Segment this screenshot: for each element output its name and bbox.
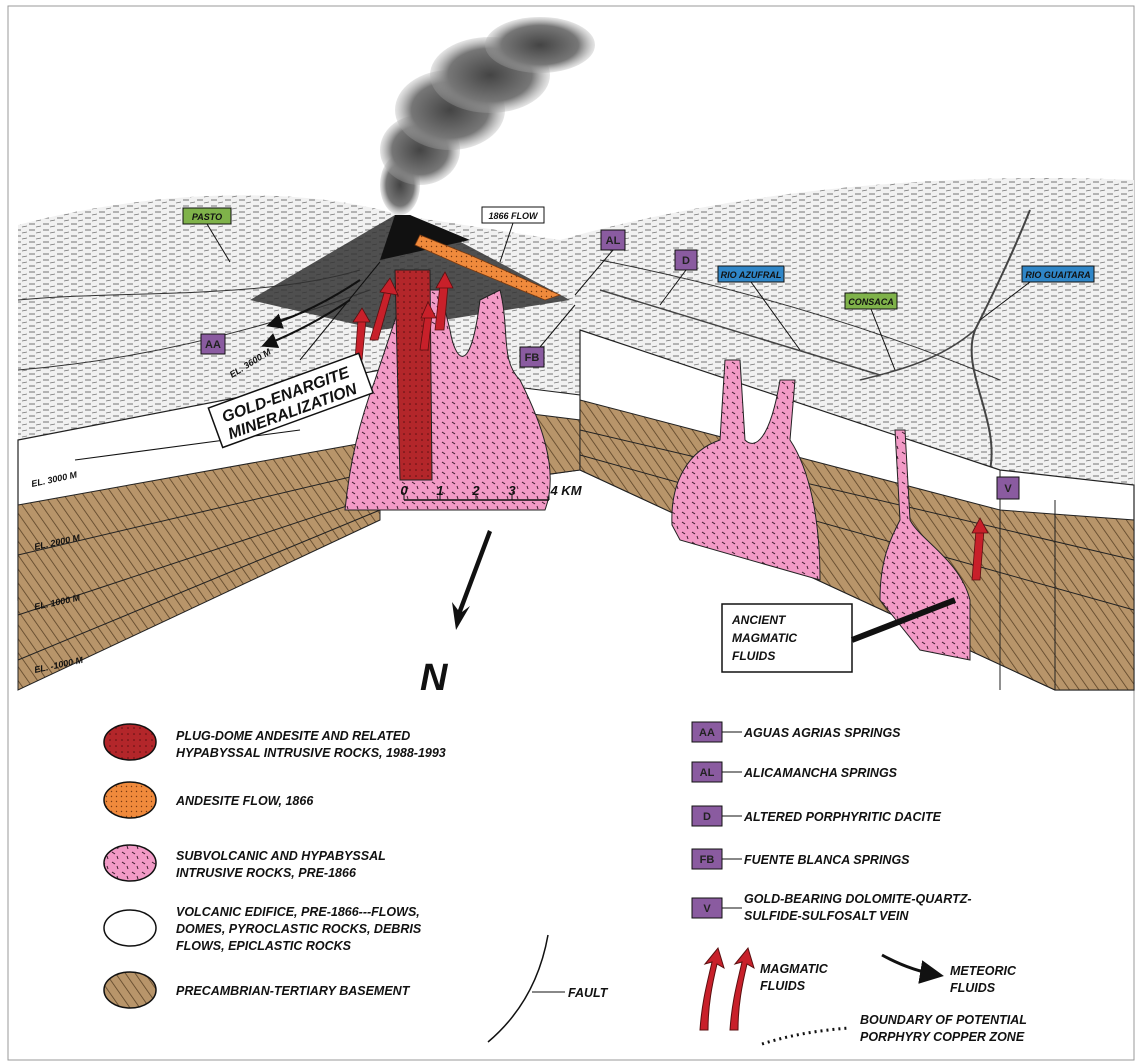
legend-subvolcanic-line2: INTRUSIVE ROCKS, PRE-1866 <box>176 866 357 880</box>
legend-al-code: AL <box>700 767 715 779</box>
legend-al-text: ALICAMANCHA SPRINGS <box>743 766 898 780</box>
legend-magmatic-line2: FLUIDS <box>760 979 806 993</box>
legend-aa-code: AA <box>699 727 715 739</box>
site-v: V <box>997 477 1019 499</box>
tag-rio-azufral-label: RIO AZUFRAL <box>721 270 782 280</box>
legend-v: V GOLD-BEARING DOLOMITE-QUARTZ- SULFIDE-… <box>692 892 972 923</box>
legend-fb: FB FUENTE BLANCA SPRINGS <box>692 849 910 869</box>
legend-meteoric-line2: FLUIDS <box>950 981 996 995</box>
north-label: N <box>420 657 449 699</box>
eruption-plume <box>380 17 595 215</box>
legend-fault-label: FAULT <box>568 986 609 1000</box>
scale-tick-4km: 4 KM <box>549 483 582 498</box>
legend-al: AL ALICAMANCHA SPRINGS <box>692 762 898 782</box>
legend-edifice-line3: FLOWS, EPICLASTIC ROCKS <box>176 939 352 953</box>
tag-consaca-label: CONSACA <box>848 297 894 307</box>
legend-aa: AA AGUAS AGRIAS SPRINGS <box>692 722 901 742</box>
legend-andesite-line1: ANDESITE FLOW, 1866 <box>175 794 314 808</box>
legend-magmatic: MAGMATIC FLUIDS <box>700 948 829 1030</box>
legend-d: D ALTERED PORPHYRITIC DACITE <box>692 806 942 826</box>
legend-d-code: D <box>703 811 711 823</box>
legend-fb-code: FB <box>700 854 715 866</box>
ancient-callout-line3: FLUIDS <box>732 649 775 663</box>
ancient-callout-line1: ANCIENT <box>731 613 787 627</box>
legend-boundary-line2: PORPHYRY COPPER ZONE <box>860 1030 1025 1044</box>
legend-edifice: VOLCANIC EDIFICE, PRE-1866---FLOWS, DOME… <box>104 905 422 953</box>
site-d-label: D <box>682 255 690 267</box>
scale-tick-2: 2 <box>471 483 480 498</box>
legend-magmatic-line1: MAGMATIC <box>760 962 829 976</box>
tag-rio-guaitara-label: RIO GUAITARA <box>1025 270 1090 280</box>
legend-basement-line1: PRECAMBRIAN-TERTIARY BASEMENT <box>176 984 411 998</box>
site-fb-label: FB <box>525 352 540 364</box>
legend-edifice-line2: DOMES, PYROCLASTIC ROCKS, DEBRIS <box>176 922 422 936</box>
legend-v-text-line2: SULFIDE-SULFOSALT VEIN <box>744 909 909 923</box>
north-arrow: N <box>420 530 492 699</box>
legend-plug-dome: PLUG-DOME ANDESITE AND RELATED HYPABYSSA… <box>104 724 446 760</box>
site-al-label: AL <box>606 235 621 247</box>
scale-tick-3: 3 <box>508 483 516 498</box>
legend-v-code: V <box>703 903 711 915</box>
legend-meteoric: METEORIC FLUIDS <box>882 955 1017 995</box>
legend-left: PLUG-DOME ANDESITE AND RELATED HYPABYSSA… <box>104 724 446 1008</box>
legend-d-text: ALTERED PORPHYRITIC DACITE <box>743 810 942 824</box>
site-aa-label: AA <box>205 339 221 351</box>
site-v-label: V <box>1004 483 1012 495</box>
scale-tick-1: 1 <box>436 483 443 498</box>
legend-subvolcanic: SUBVOLCANIC AND HYPABYSSAL INTRUSIVE ROC… <box>104 845 386 881</box>
legend-boundary-line1: BOUNDARY OF POTENTIAL <box>860 1013 1027 1027</box>
scale-tick-0: 0 <box>400 483 408 498</box>
legend-fault: FAULT <box>488 935 609 1042</box>
legend-right: AA AGUAS AGRIAS SPRINGS AL ALICAMANCHA S… <box>692 722 1027 1044</box>
legend-v-text-line1: GOLD-BEARING DOLOMITE-QUARTZ- <box>744 892 972 906</box>
legend-andesite-flow: ANDESITE FLOW, 1866 <box>104 782 314 818</box>
tag-pasto-label: PASTO <box>192 212 222 222</box>
plug-dome-andesite <box>395 270 432 480</box>
legend-boundary: BOUNDARY OF POTENTIAL PORPHYRY COPPER ZO… <box>762 1013 1027 1044</box>
legend-edifice-line1: VOLCANIC EDIFICE, PRE-1866---FLOWS, <box>176 905 420 919</box>
legend-basement: PRECAMBRIAN-TERTIARY BASEMENT <box>104 972 411 1008</box>
legend-fb-text: FUENTE BLANCA SPRINGS <box>744 853 910 867</box>
site-aa: AA <box>201 334 225 354</box>
ancient-callout-line2: MAGMATIC <box>732 631 797 645</box>
legend-plug-dome-line2: HYPABYSSAL INTRUSIVE ROCKS, 1988-1993 <box>176 746 446 760</box>
legend-subvolcanic-line1: SUBVOLCANIC AND HYPABYSSAL <box>176 849 386 863</box>
legend-aa-text: AGUAS AGRIAS SPRINGS <box>743 726 901 740</box>
legend-plug-dome-line1: PLUG-DOME ANDESITE AND RELATED <box>176 729 410 743</box>
legend-meteoric-line1: METEORIC <box>950 964 1017 978</box>
tag-1866-flow-label: 1866 FLOW <box>488 211 539 221</box>
